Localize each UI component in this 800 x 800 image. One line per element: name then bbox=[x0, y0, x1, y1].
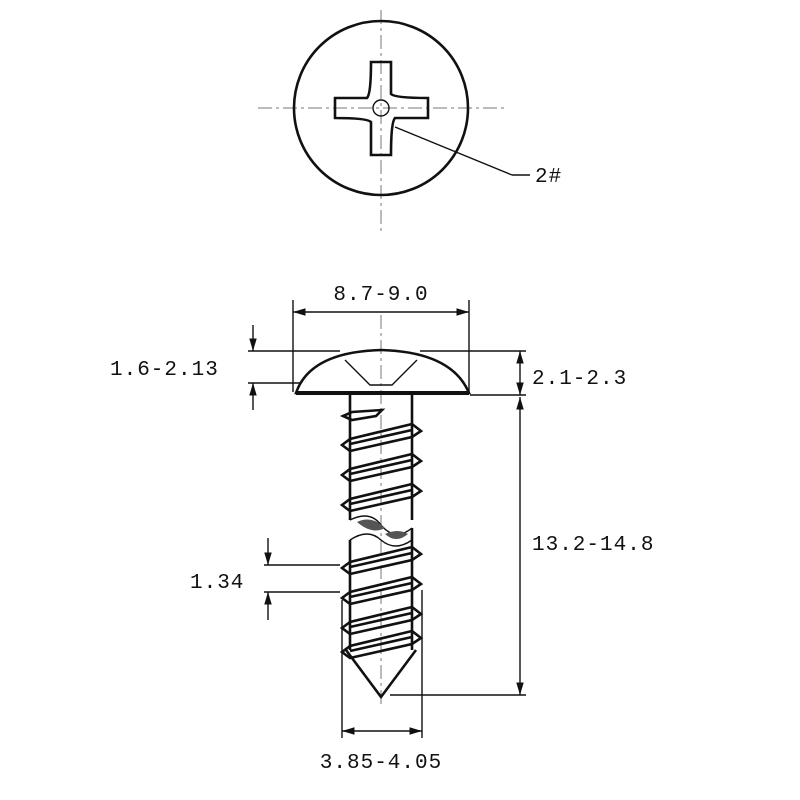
threads bbox=[339, 422, 424, 660]
dim-head-height-right: 2.1-2.3 bbox=[420, 350, 627, 396]
break-line-bottom bbox=[349, 533, 413, 547]
dim-thread-diameter: 3.85-4.05 bbox=[320, 590, 442, 775]
dim-head-height-left: 1.6-2.13 bbox=[110, 325, 340, 410]
screw-head bbox=[294, 348, 471, 395]
head-height-left-label: 1.6-2.13 bbox=[110, 359, 219, 382]
callout-leader bbox=[394, 126, 513, 176]
screw-tip bbox=[344, 649, 418, 700]
thread-start bbox=[339, 408, 386, 422]
thread-crest bbox=[339, 545, 424, 576]
thread-diameter-label: 3.85-4.05 bbox=[320, 752, 442, 775]
side-view bbox=[294, 315, 471, 705]
thread-pitch-label: 1.34 bbox=[190, 572, 244, 595]
top-view: 2# bbox=[258, 10, 562, 235]
recess-section bbox=[344, 359, 418, 386]
dim-length: 13.2-14.8 bbox=[390, 397, 654, 696]
thread-crest bbox=[339, 422, 424, 453]
shank bbox=[348, 395, 414, 650]
thread-crest bbox=[339, 452, 424, 483]
length-label: 13.2-14.8 bbox=[532, 534, 654, 557]
dim-thread-pitch: 1.34 bbox=[190, 538, 340, 620]
head-outline bbox=[292, 19, 470, 197]
dim-head-diameter: 8.7-9.0 bbox=[292, 284, 470, 392]
thread-crest bbox=[339, 605, 424, 636]
head-height-right-label: 2.1-2.3 bbox=[532, 368, 627, 391]
thread-crest bbox=[339, 575, 424, 606]
recess-center bbox=[372, 99, 390, 117]
break-hatch bbox=[357, 519, 408, 539]
head-diameter-label: 8.7-9.0 bbox=[333, 284, 428, 307]
recess-size-label: 2# bbox=[535, 166, 562, 189]
thread-crest bbox=[339, 482, 424, 513]
phillips-recess-icon bbox=[333, 60, 430, 157]
